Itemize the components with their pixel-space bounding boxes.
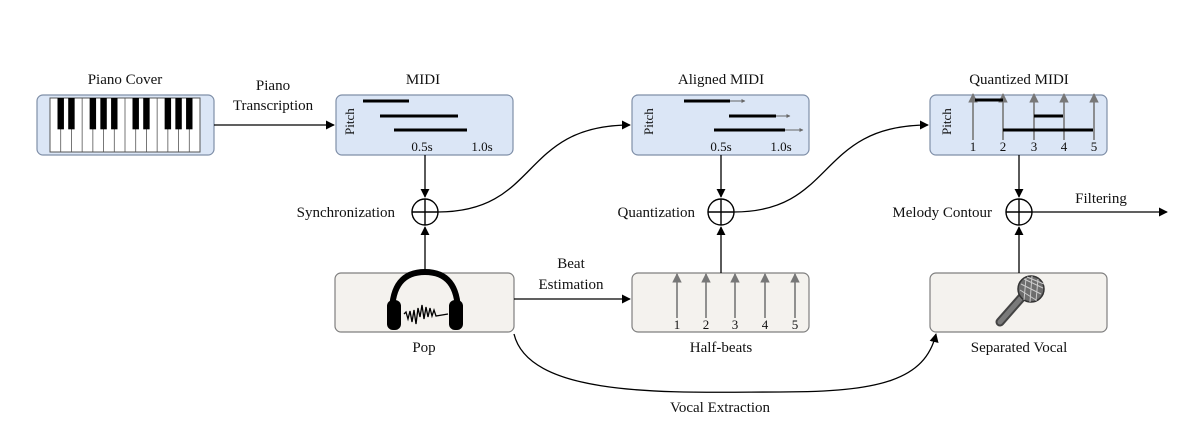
separated-vocal-label: Separated Vocal — [971, 340, 1068, 356]
vocal-extraction-label: Vocal Extraction — [670, 400, 771, 416]
midi-time-tick: 0.5s — [411, 139, 432, 154]
synchronization-operator — [411, 198, 439, 226]
quantized-pitch-axis-label: Pitch — [939, 108, 954, 135]
black-key — [143, 98, 150, 130]
quantization-label: Quantization — [618, 205, 696, 221]
quantization-operator — [707, 198, 735, 226]
quantized-midi-box: Pitch 1 2 3 4 5 — [929, 93, 1108, 156]
beat-number: 4 — [1061, 139, 1068, 154]
black-key — [100, 98, 107, 130]
quantized-midi-label: Quantized MIDI — [969, 72, 1069, 88]
melody-contour-operator — [1005, 198, 1033, 226]
beat-number: 4 — [762, 317, 769, 332]
microphone-icon — [995, 275, 1045, 327]
beat-number: 3 — [1031, 139, 1038, 154]
beat-estimation-label-line1: Beat — [557, 256, 585, 272]
melody-contour-label: Melody Contour — [892, 205, 992, 221]
midi-box: Pitch 0.5s 1.0s — [335, 94, 514, 156]
black-key — [175, 98, 182, 130]
quant-to-quantized-arrow — [733, 120, 929, 213]
piano-transcription-label-line2: Transcription — [233, 98, 314, 114]
pop-box — [334, 268, 515, 333]
aligned-midi-box: Pitch 0.5s 1.0s — [631, 94, 810, 156]
midi-pitch-axis-label: Pitch — [342, 108, 357, 135]
midi-label: MIDI — [406, 72, 440, 88]
black-key — [132, 98, 139, 130]
beat-number: 5 — [792, 317, 799, 332]
aligned-midi-label: Aligned MIDI — [678, 72, 764, 88]
aligned-time-tick: 1.0s — [770, 139, 791, 154]
beat-number: 1 — [970, 139, 977, 154]
piano-cover-label: Piano Cover — [88, 72, 163, 88]
sync-to-aligned-arrow — [437, 120, 631, 213]
black-key — [164, 98, 172, 130]
synchronization-label: Synchronization — [297, 205, 396, 221]
piano-transcription-label-line1: Piano — [256, 78, 290, 94]
half-beats-box: 1 2 3 4 5 — [631, 272, 810, 333]
beat-number: 5 — [1091, 139, 1098, 154]
black-key — [68, 98, 75, 130]
separated-vocal-box — [929, 272, 1108, 333]
midi-time-tick: 1.0s — [471, 139, 492, 154]
aligned-pitch-axis-label: Pitch — [641, 108, 656, 135]
beat-number: 1 — [674, 317, 681, 332]
black-key — [57, 98, 64, 130]
black-key — [89, 98, 97, 130]
aligned-time-tick: 0.5s — [710, 139, 731, 154]
piano-keyboard-icon — [49, 97, 201, 153]
beat-number: 2 — [703, 317, 710, 332]
half-beats-label: Half-beats — [690, 340, 753, 356]
black-key — [186, 98, 193, 130]
beat-estimation-label-line2: Estimation — [539, 277, 604, 293]
beat-number: 3 — [732, 317, 739, 332]
beat-number: 2 — [1000, 139, 1007, 154]
filtering-label: Filtering — [1075, 191, 1127, 207]
black-key — [111, 98, 118, 130]
vocal-extraction-arrow — [513, 333, 939, 393]
pop-label: Pop — [412, 340, 435, 356]
piano-cover-box — [36, 94, 215, 156]
